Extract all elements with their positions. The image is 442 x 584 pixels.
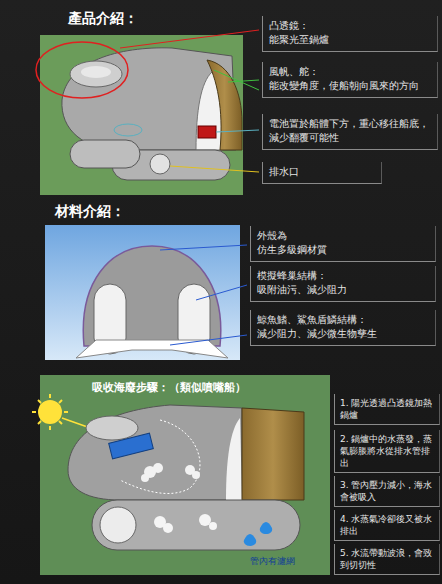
sun: [32, 394, 68, 430]
leader-line: [214, 70, 259, 90]
lens: [81, 66, 111, 78]
step-box: 5. 水流帶動波浪，會致到切切性: [334, 544, 440, 575]
highlight-ring: [36, 42, 128, 98]
callout-heading: 風帆、舵：: [269, 65, 432, 79]
callout-text: 3. 管內壓力減小，海水會被吸入: [340, 479, 435, 503]
step-box: 3. 管內壓力減小，海水會被吸入: [334, 476, 440, 507]
callout-text: 排水口: [269, 165, 376, 179]
step-box: 4. 水蒸氣冷卻後又被水排出: [334, 510, 440, 541]
leader-line: [160, 245, 247, 250]
callout-text: 4. 水蒸氣冷卻後又被水排出: [340, 513, 435, 537]
callout-box: 電池置於船體下方，重心移往船底，減少翻覆可能性: [262, 114, 438, 150]
boiler: [109, 433, 154, 459]
callout-text: 5. 水流帶動波浪，會致到切切性: [340, 547, 435, 571]
leader-line: [170, 166, 259, 172]
panel: [40, 35, 243, 195]
outlet: [150, 154, 170, 174]
intake: [100, 507, 136, 543]
callout-box: 模擬蜂巢結構：吸附油污、減少阻力: [250, 266, 436, 302]
part-label: 管內有濾網: [250, 555, 295, 568]
waste-blob: [154, 514, 217, 533]
callout-text: 能改變角度，使船朝向風來的方向: [269, 79, 432, 93]
callout-text: 減少阻力、減少微生物孳生: [257, 327, 430, 341]
water-drop: [260, 522, 272, 534]
interior: [226, 418, 242, 500]
callout-box: 鯨魚鰭、鯊魚盾鱗結構：減少阻力、減少微生物孳生: [250, 310, 436, 346]
leader-line: [170, 335, 247, 345]
hull-section: [68, 405, 242, 500]
step-box: 1. 陽光透過凸透鏡加熱鍋爐: [334, 394, 440, 425]
battery: [198, 126, 216, 138]
lens: [70, 61, 122, 87]
leader-line: [228, 80, 259, 82]
lens: [86, 416, 138, 440]
callout-heading: 外殼為: [257, 229, 430, 243]
callout-heading: 鯨魚鰭、鯊魚盾鱗結構：: [257, 313, 430, 327]
callout-text: 電池置於船體下方，重心移往船底，減少翻覆可能性: [269, 117, 432, 145]
fin: [76, 340, 228, 358]
pipe: [92, 500, 300, 550]
callout-heading: 模擬蜂巢結構：: [257, 269, 430, 283]
callout-box: 風帆、舵：能改變角度，使船朝向風來的方向: [262, 62, 438, 98]
leader-line: [196, 285, 247, 300]
sail: [242, 408, 304, 500]
callout-heading: 凸透鏡：: [269, 19, 432, 33]
pipe: [70, 140, 140, 168]
callout-box: 凸透鏡：能聚光至鍋爐: [262, 16, 438, 52]
callout-text: 2. 鍋爐中的水蒸發，蒸氣膨脹將水從排水管排出: [340, 433, 435, 469]
section-heading: 吸收海廢步驟：（類似噴嘴船）: [92, 380, 246, 395]
callout-box: 排水口: [262, 162, 382, 184]
callout-text: 能聚光至鍋爐: [269, 33, 432, 47]
callout-text: 1. 陽光透過凸透鏡加熱鍋爐: [340, 397, 435, 421]
panel: [40, 375, 330, 575]
step-box: 2. 鍋爐中的水蒸發，蒸氣膨脹將水從排水管排出: [334, 430, 440, 473]
water-drop: [244, 534, 256, 546]
section-heading: 材料介紹：: [55, 203, 125, 221]
highlight-ring: [114, 124, 142, 136]
callout-text: 吸附油污、減少阻力: [257, 283, 430, 297]
section-heading: 產品介紹：: [68, 10, 138, 28]
leader-line: [120, 30, 259, 48]
waste-blob: [141, 463, 200, 482]
leader-line: [216, 130, 259, 132]
callout-box: 外殼為仿生多級鋼材質: [250, 226, 436, 262]
callout-text: 仿生多級鋼材質: [257, 243, 430, 257]
flow-line: [120, 420, 200, 493]
